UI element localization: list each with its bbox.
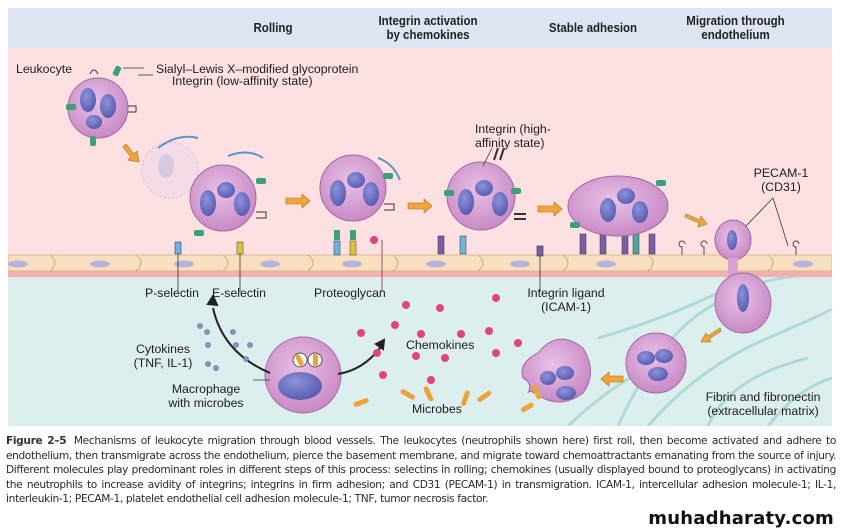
label-chemokines: Chemokines: [406, 338, 475, 352]
arrowhead-icon: [206, 293, 219, 307]
label-microbes: Microbes: [412, 402, 462, 416]
label-line: PECAM-1: [753, 166, 809, 180]
label-line: (TNF, IL-1): [133, 356, 193, 370]
label-line: Fibrin and fibronectin: [705, 390, 821, 404]
label-line: Integrin (high-: [475, 122, 551, 136]
leukocyte-migration-figure: Rolling Integrin activation by chemokine…: [8, 8, 832, 426]
cytokine-dots: [197, 323, 253, 371]
label-p-selectin: P-selectin: [145, 286, 199, 300]
stage-header-rolling: Rolling: [253, 21, 293, 35]
leader-lines: [123, 67, 789, 381]
arrow-icon: [537, 201, 563, 217]
stage-header-line: Integrin activation: [378, 14, 478, 28]
stage-header-line: Migration through: [686, 14, 785, 28]
curved-arrow-icon: [157, 135, 199, 149]
vessel-lumen: [8, 48, 832, 260]
label-line: Cytokines: [136, 342, 190, 356]
stage-header-integrin-activation: Integrin activation by chemokines: [368, 14, 488, 42]
microbe-rods: [353, 384, 542, 413]
label-cytokines: Cytokines (TNF, IL-1): [128, 342, 198, 370]
label-line: (CD31): [761, 180, 801, 194]
icam-1-icon: [536, 245, 544, 292]
label-line: Integrin ligand: [527, 286, 605, 300]
label-pecam-1: PECAM-1 (CD31): [746, 166, 816, 194]
caption-text: Mechanisms of leukocyte migration throug…: [6, 435, 836, 506]
stage-header-line: endothelium: [701, 28, 770, 42]
label-integrin-ligand-icam-1: Integrin ligand (ICAM-1): [516, 286, 616, 314]
label-integrin-high-affinity: Integrin (high- affinity state): [475, 122, 551, 150]
label-e-selectin: E-selectin: [212, 286, 266, 300]
label-line: (extracellular matrix): [707, 404, 819, 418]
stage-header-migration: Migration through endothelium: [678, 14, 793, 42]
stage-header-bar: Rolling Integrin activation by chemokine…: [8, 8, 832, 48]
figure-caption: Figure 2–5 Mechanisms of leukocyte migra…: [6, 434, 836, 507]
arrow-icon: [407, 198, 433, 214]
watermark: muhadharaty.com: [648, 508, 834, 529]
chemokine-dots: [357, 294, 522, 384]
stage-header-stable-adhesion: Stable adhesion: [548, 21, 638, 35]
step-arrows: [122, 143, 722, 387]
label-proteoglycan: Proteoglycan: [314, 286, 386, 300]
label-line: (ICAM-1): [541, 300, 591, 314]
pecam-1-icon: [678, 240, 800, 255]
e-selectin-icon: [236, 241, 244, 292]
endothelium-layer: [8, 254, 832, 277]
p-selectin-icon: [174, 241, 182, 292]
integrin-adhesion-stems-icon: [437, 233, 656, 255]
diagram-artwork: [8, 65, 832, 426]
label-line: affinity state): [475, 136, 545, 150]
leukocyte-ghost-rolling: [141, 141, 199, 199]
leukocyte-cell-transmigrating: [714, 219, 772, 334]
leukocyte-cell-high-affinity: [444, 147, 526, 231]
arrow-icon: [600, 371, 624, 387]
tissue-space: [8, 276, 832, 426]
arrow-icon: [122, 143, 140, 163]
label-sialyl-lewis-x: Sialyl–Lewis X–modified glycoprotein: [156, 62, 359, 76]
label-integrin-low-affinity: Integrin (low-affinity state): [172, 74, 313, 88]
label-line: with microbes: [168, 396, 244, 410]
label-line: Macrophage: [171, 382, 241, 396]
curved-arrow-icon: [212, 307, 271, 374]
stage-header-line: by chemokines: [386, 28, 470, 42]
label-leukocyte: Leukocyte: [16, 62, 73, 76]
selectin-ligand-pair-icon: [333, 230, 357, 256]
figure-number: Figure 2–5: [6, 435, 67, 447]
arrow-icon: [285, 193, 311, 209]
label-macrophage: Macrophage with microbes: [160, 382, 252, 410]
rolling-motion-arrows: [157, 135, 401, 181]
proteoglycan-icon: [370, 236, 383, 292]
macrophage-cell: [264, 336, 342, 414]
curved-arrow-icon: [227, 151, 264, 159]
leukocyte-cell-initial: [66, 65, 137, 146]
arrowhead-icon: [374, 338, 386, 351]
leukocyte-cell-stable-adhesion: [567, 175, 669, 237]
curved-arrow-icon: [377, 157, 401, 181]
leukocyte-cell-activation: [319, 154, 395, 222]
label-fibrin-fibronectin: Fibrin and fibronectin (extracellular ma…: [698, 390, 828, 418]
leukocyte-cell-rolling: [189, 164, 267, 236]
arrow-icon: [700, 327, 722, 343]
leukocyte-cell-tissue-1: [625, 332, 687, 394]
arrow-icon: [684, 213, 708, 228]
leukocyte-cell-tissue-2: [521, 338, 591, 403]
